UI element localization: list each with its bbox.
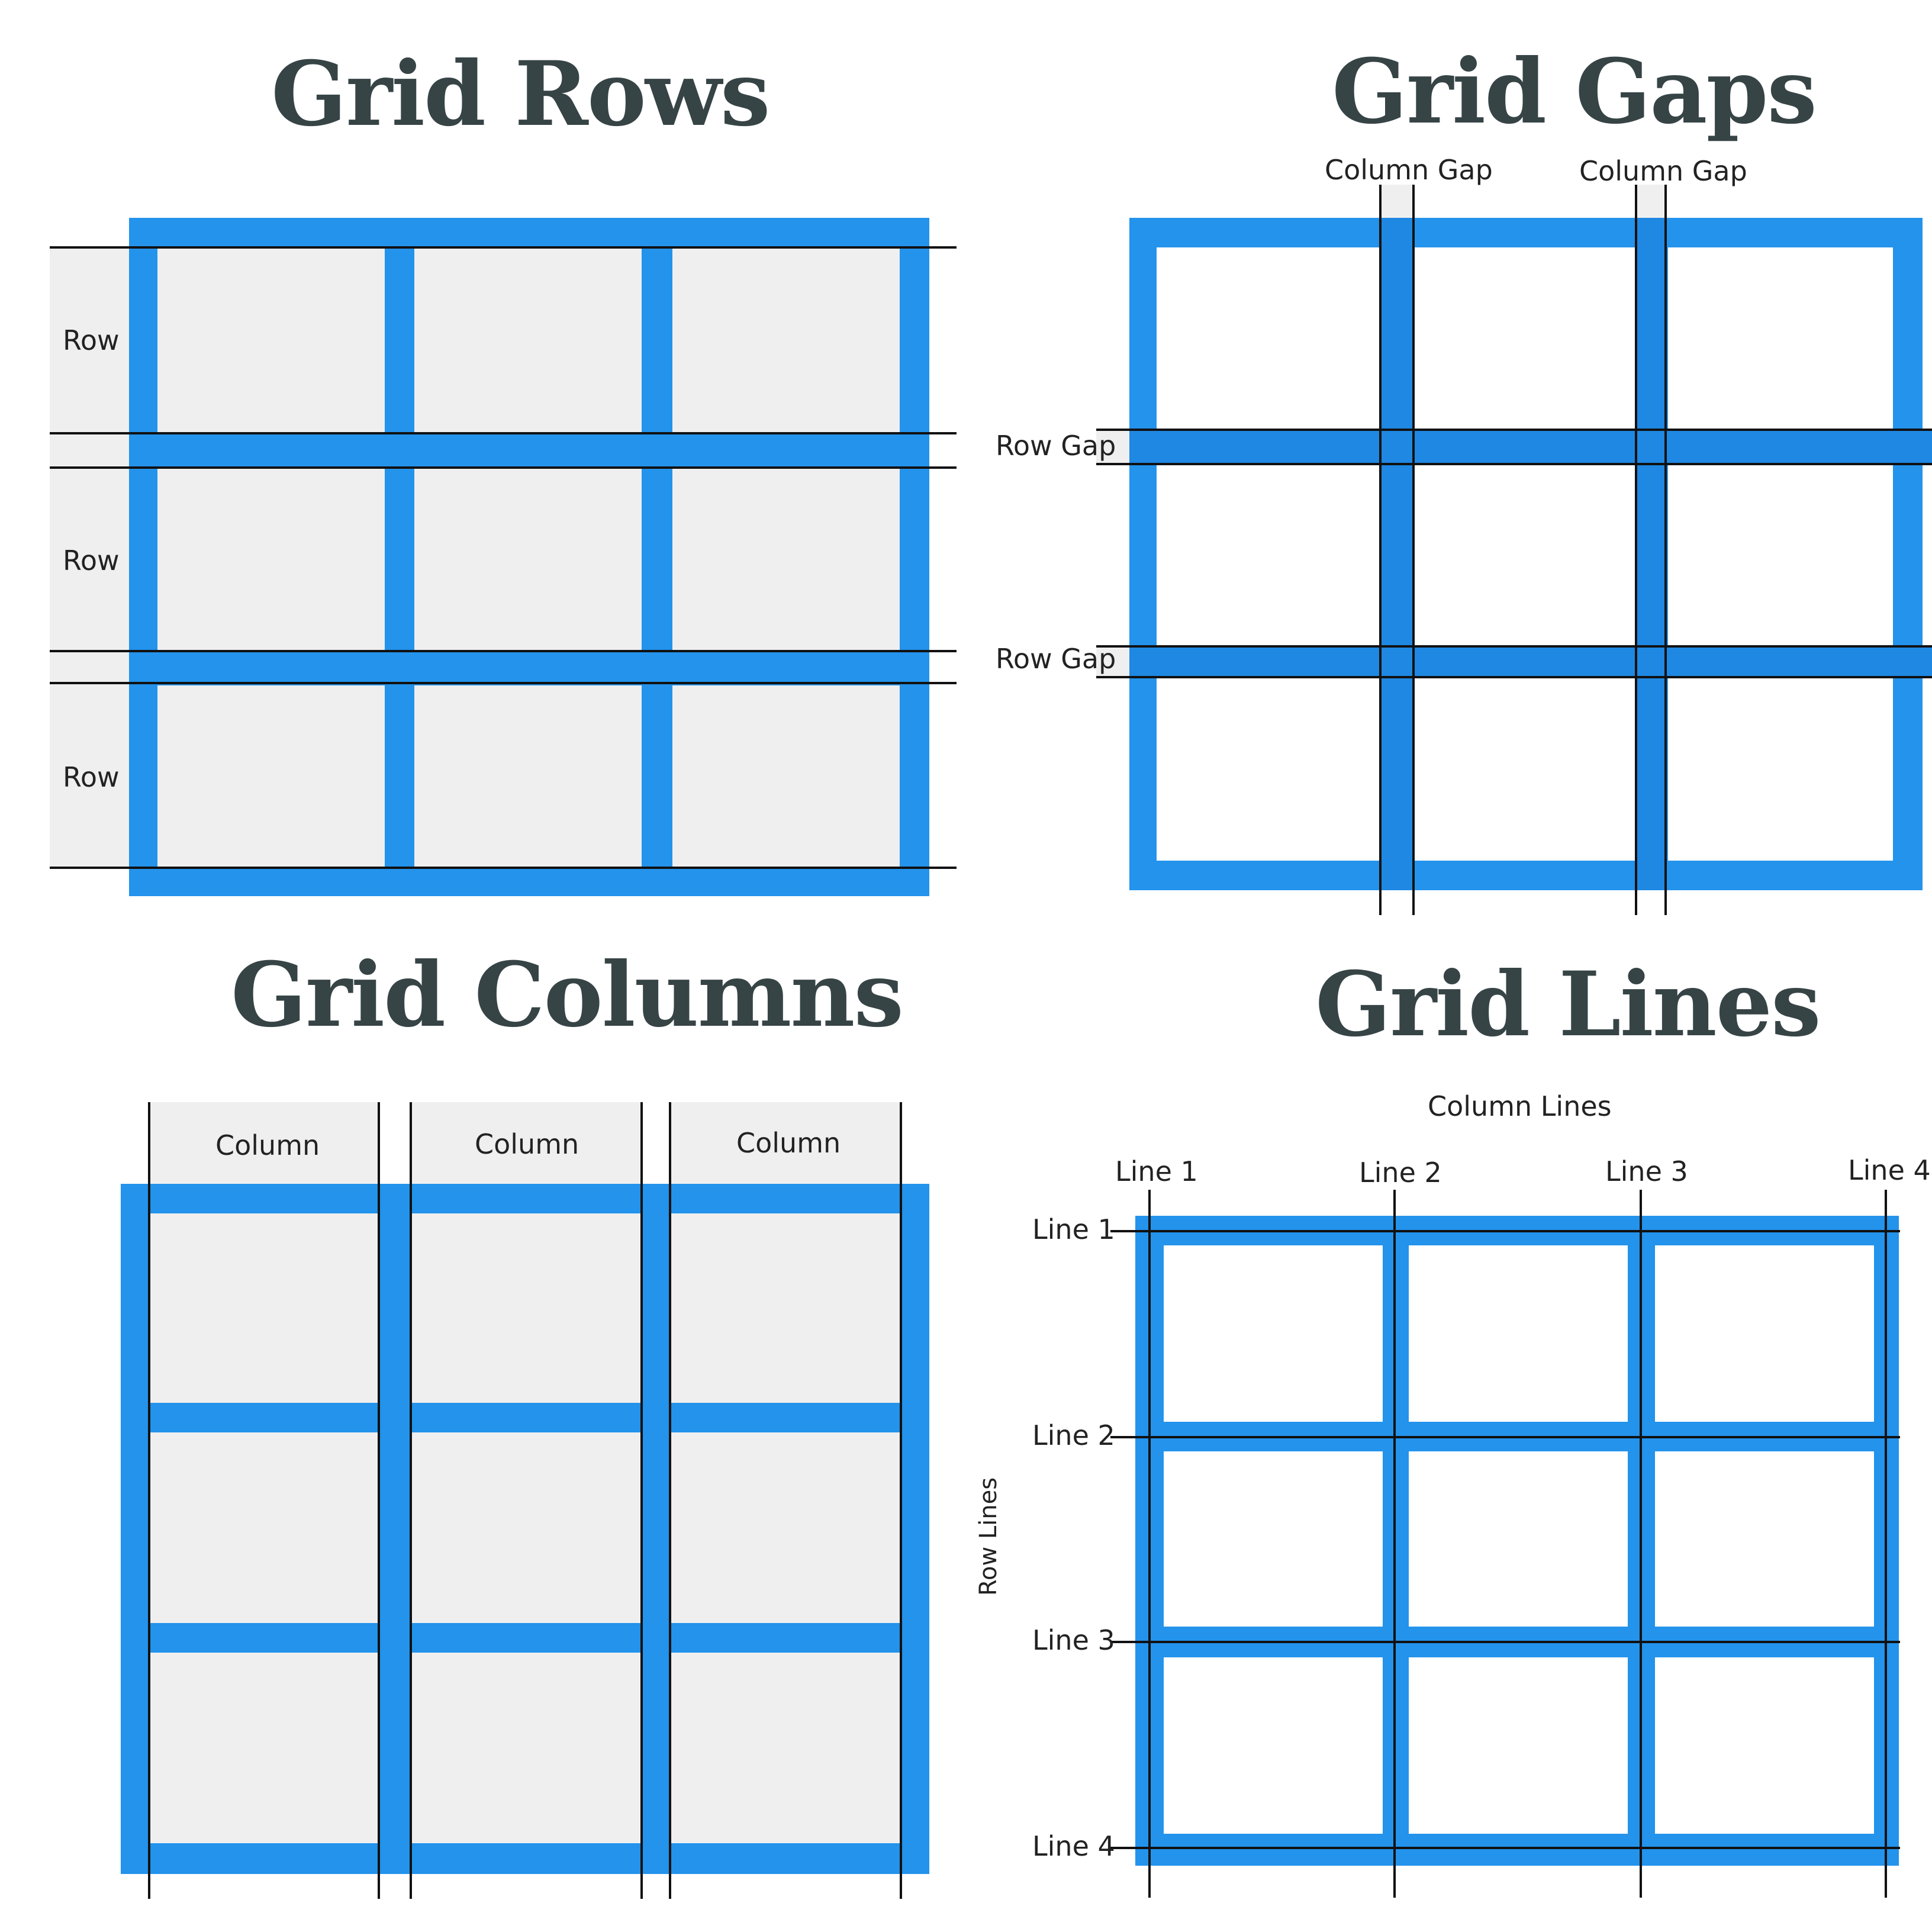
row-gap-extension-2 <box>1096 646 1129 677</box>
lines-cell-1-2 <box>1409 1245 1628 1422</box>
columns-cell-2-2 <box>411 1432 642 1623</box>
column-gap-extension-1 <box>1380 185 1413 218</box>
gaps-cell-1-2 <box>1413 247 1642 430</box>
gaps-cell-3-3 <box>1668 677 1893 861</box>
gaps-cell-3-2 <box>1413 677 1642 861</box>
column-line-label-4: Line 4 <box>1848 1154 1931 1186</box>
row-lines-label: Row Lines <box>975 1477 1002 1596</box>
rows-cell-1-2 <box>414 249 642 432</box>
column-gap-label-1: Column Gap <box>1325 154 1493 186</box>
row-label-band <box>50 249 130 868</box>
columns-cell-1-2 <box>411 1213 642 1403</box>
columns-cell-1-3 <box>670 1213 901 1403</box>
gaps-cell-1-1 <box>1157 247 1379 430</box>
grid-columns-title: Grid Columns <box>231 943 904 1047</box>
rows-cell-3-1 <box>157 685 385 867</box>
row-line-label-1: Line 1 <box>1032 1213 1115 1245</box>
lines-cell-3-3 <box>1655 1657 1874 1834</box>
column-lines-label: Column Lines <box>1428 1090 1612 1122</box>
gaps-cell-2-3 <box>1668 464 1893 648</box>
columns-cell-3-2 <box>411 1653 642 1843</box>
lines-cell-3-2 <box>1409 1657 1628 1834</box>
grid-gaps-title: Grid Gaps <box>1332 40 1817 144</box>
lines-cell-2-3 <box>1655 1451 1874 1627</box>
lines-cell-3-1 <box>1164 1657 1383 1834</box>
column-header-band-3 <box>670 1102 901 1184</box>
rows-cell-2-3 <box>672 469 900 651</box>
lines-cell-1-3 <box>1655 1245 1874 1422</box>
gaps-cell-3-1 <box>1157 677 1379 861</box>
rows-cell-1-3 <box>672 249 900 432</box>
rows-cell-2-2 <box>414 469 642 651</box>
row-gap-extension-1 <box>1096 430 1129 464</box>
lines-cell-2-2 <box>1409 1451 1628 1627</box>
column-label-2: Column <box>475 1128 579 1160</box>
row-line-label-3: Line 3 <box>1032 1624 1115 1656</box>
column-label-1: Column <box>215 1129 320 1161</box>
lines-cell-2-1 <box>1164 1451 1383 1627</box>
rows-cell-3-3 <box>672 685 900 867</box>
column-gap-band-1 <box>1380 218 1413 890</box>
rows-cell-3-2 <box>414 685 642 867</box>
column-line-label-3: Line 3 <box>1605 1155 1688 1187</box>
gaps-cell-1-3 <box>1668 247 1893 430</box>
row-line-label-4: Line 4 <box>1032 1830 1115 1862</box>
column-header-band-1 <box>149 1102 379 1184</box>
columns-cell-2-3 <box>670 1432 901 1623</box>
column-gap-label-2: Column Gap <box>1579 155 1747 187</box>
column-header-band-2 <box>411 1102 642 1184</box>
columns-cell-1-1 <box>149 1213 379 1403</box>
lines-cell-1-1 <box>1164 1245 1383 1422</box>
column-line-label-2: Line 2 <box>1359 1157 1442 1189</box>
row-gap-label-2: Row Gap <box>996 643 1116 675</box>
row-label-1: Row <box>63 324 120 356</box>
row-gap-band-2 <box>1129 646 1932 677</box>
columns-cell-3-3 <box>670 1653 901 1843</box>
rows-cell-2-1 <box>157 469 385 651</box>
gaps-cell-2-2 <box>1413 464 1642 648</box>
row-label-3: Row <box>63 761 120 793</box>
row-line-label-2: Line 2 <box>1032 1419 1115 1451</box>
rows-cell-1-1 <box>157 249 385 432</box>
column-gap-extension-2 <box>1636 185 1666 218</box>
row-gap-band-1 <box>1129 430 1932 464</box>
columns-cell-2-1 <box>149 1432 379 1623</box>
column-line-label-1: Line 1 <box>1115 1155 1198 1187</box>
grid-lines-title: Grid Lines <box>1315 952 1821 1057</box>
grid-rows-title: Grid Rows <box>271 42 770 146</box>
column-label-3: Column <box>736 1127 841 1159</box>
columns-cell-3-1 <box>149 1653 379 1843</box>
gaps-cell-2-1 <box>1157 464 1379 648</box>
row-label-2: Row <box>63 545 120 577</box>
row-gap-label-1: Row Gap <box>996 430 1116 462</box>
column-gap-band-2 <box>1636 218 1666 890</box>
